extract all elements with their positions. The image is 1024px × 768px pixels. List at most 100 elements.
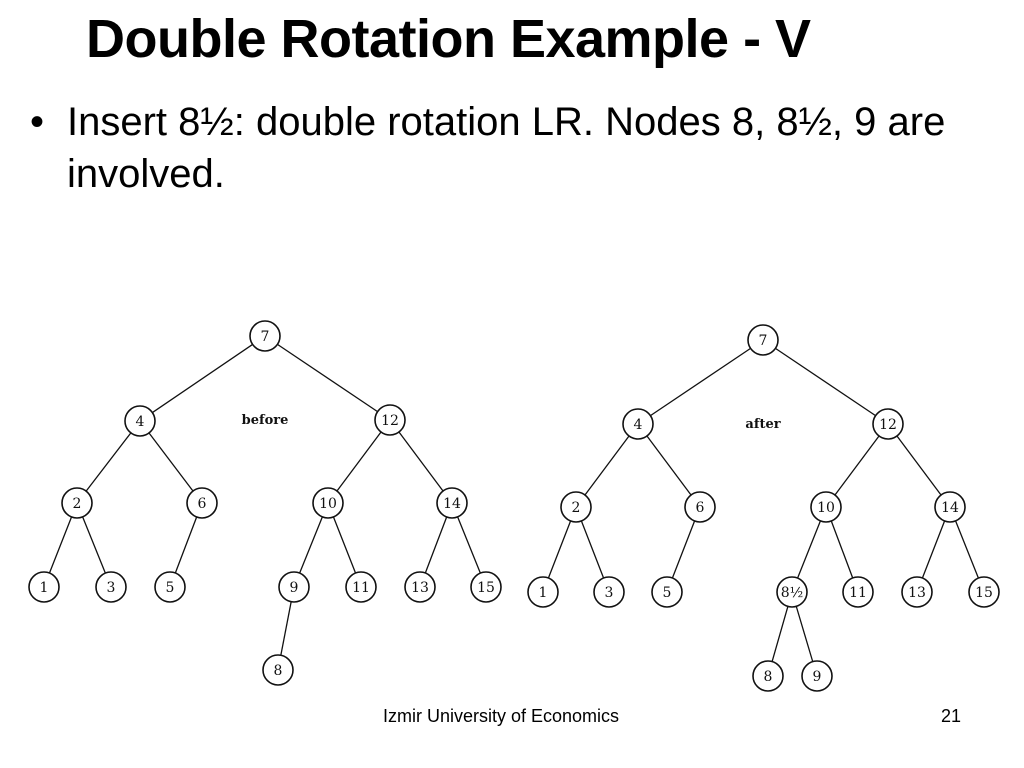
node-label: 10 [319, 496, 337, 512]
node-circle [651, 576, 683, 608]
node-circle [278, 571, 310, 603]
node-label: 12 [381, 413, 399, 429]
node-label: 6 [696, 500, 705, 516]
node-circle [154, 571, 186, 603]
bullet-marker: • [30, 100, 45, 144]
node-circle [747, 324, 779, 356]
before-edge-n10-n9 [299, 516, 323, 574]
before-node-3: 3 [95, 571, 127, 603]
before-node-8: 8 [262, 654, 294, 686]
node-label: 7 [759, 333, 768, 349]
after-node-10: 10 [810, 491, 842, 523]
node-circle [345, 571, 377, 603]
after-edge-n8h-n8 [771, 606, 789, 662]
footer-text: Izmir University of Economics [383, 706, 620, 726]
before-label: before [242, 413, 289, 428]
node-label: 7 [261, 329, 270, 345]
before-node-1: 1 [28, 571, 60, 603]
node-circle [810, 491, 842, 523]
node-circle [312, 487, 344, 519]
node-label: 11 [352, 580, 370, 596]
after-edge-n12-n10 [834, 435, 880, 496]
after-node-2: 2 [560, 491, 592, 523]
node-circle [95, 571, 127, 603]
node-circle [560, 491, 592, 523]
after-edge-n14-n15 [954, 520, 980, 579]
after-node-4: 4 [622, 408, 654, 440]
before-edge-n12-n14 [398, 431, 444, 492]
node-label: 10 [817, 500, 835, 516]
node-label: 5 [166, 580, 175, 596]
node-circle [842, 576, 874, 608]
before-edge-n7-n4 [152, 343, 253, 414]
bullet-text: Insert 8½: double rotation LR. Nodes 8, … [67, 100, 946, 196]
node-circle [527, 576, 559, 608]
after-edge-n4-n6 [646, 435, 692, 496]
node-circle [374, 404, 406, 436]
node-label: 2 [572, 500, 581, 516]
before-node-11: 11 [345, 571, 377, 603]
after-edge-n2-n1 [547, 520, 572, 579]
before-edge-n7-n12 [277, 343, 378, 413]
after-label: after [745, 417, 780, 432]
after-node-14: 14 [934, 491, 966, 523]
node-circle [752, 660, 784, 692]
node-circle [872, 408, 904, 440]
after-node-11: 11 [842, 576, 874, 608]
node-label: 8 [274, 663, 283, 679]
node-label: 9 [290, 580, 299, 596]
node-circle [934, 491, 966, 523]
node-circle [404, 571, 436, 603]
after-node-6: 6 [684, 491, 716, 523]
before-edge-n14-n15 [457, 516, 481, 574]
after-node-5: 5 [651, 576, 683, 608]
node-circle [262, 654, 294, 686]
after-edge-n14-n13 [921, 520, 946, 579]
node-label: 3 [605, 585, 614, 601]
after-edge-n8h-n9 [795, 606, 814, 662]
node-circle [593, 576, 625, 608]
node-label: 1 [40, 580, 49, 596]
before-edge-n14-n13 [424, 516, 448, 574]
node-label: 14 [443, 496, 461, 512]
node-circle [186, 487, 218, 519]
before-edge-n9-n8 [280, 601, 292, 656]
node-label: 15 [975, 585, 993, 601]
node-label: 3 [107, 580, 116, 596]
before-node-7: 7 [249, 320, 281, 352]
slide-title: Double Rotation Example - V [86, 9, 811, 69]
node-label: 8½ [781, 585, 803, 601]
before-node-4: 4 [124, 405, 156, 437]
after-edge-n7-n4 [650, 347, 751, 417]
before-node-9: 9 [278, 571, 310, 603]
node-label: 13 [411, 580, 429, 596]
after-node-13: 13 [901, 576, 933, 608]
node-label: 6 [198, 496, 207, 512]
before-node-10: 10 [312, 487, 344, 519]
node-label: 5 [663, 585, 672, 601]
before-node-14: 14 [436, 487, 468, 519]
node-label: 12 [879, 417, 897, 433]
after-edge-n7-n12 [775, 347, 876, 417]
node-label: 15 [477, 580, 495, 596]
after-node-15: 15 [968, 576, 1000, 608]
node-label: 4 [136, 414, 145, 430]
node-label: 8 [764, 669, 773, 685]
before-node-15: 15 [470, 571, 502, 603]
page-number: 21 [941, 706, 962, 726]
before-node-13: 13 [404, 571, 436, 603]
before-node-5: 5 [154, 571, 186, 603]
after-node-8h: 8½ [776, 576, 808, 608]
before-edge-n12-n10 [336, 431, 382, 492]
after-node-7: 7 [747, 324, 779, 356]
node-label: 14 [941, 500, 959, 516]
after-node-12: 12 [872, 408, 904, 440]
after-node-8: 8 [752, 660, 784, 692]
node-label: 9 [813, 669, 822, 685]
before-edge-n6-n5 [174, 516, 198, 574]
node-circle [28, 571, 60, 603]
after-edge-n4-n2 [584, 435, 630, 496]
after-edge-n10-n8h [796, 520, 822, 579]
